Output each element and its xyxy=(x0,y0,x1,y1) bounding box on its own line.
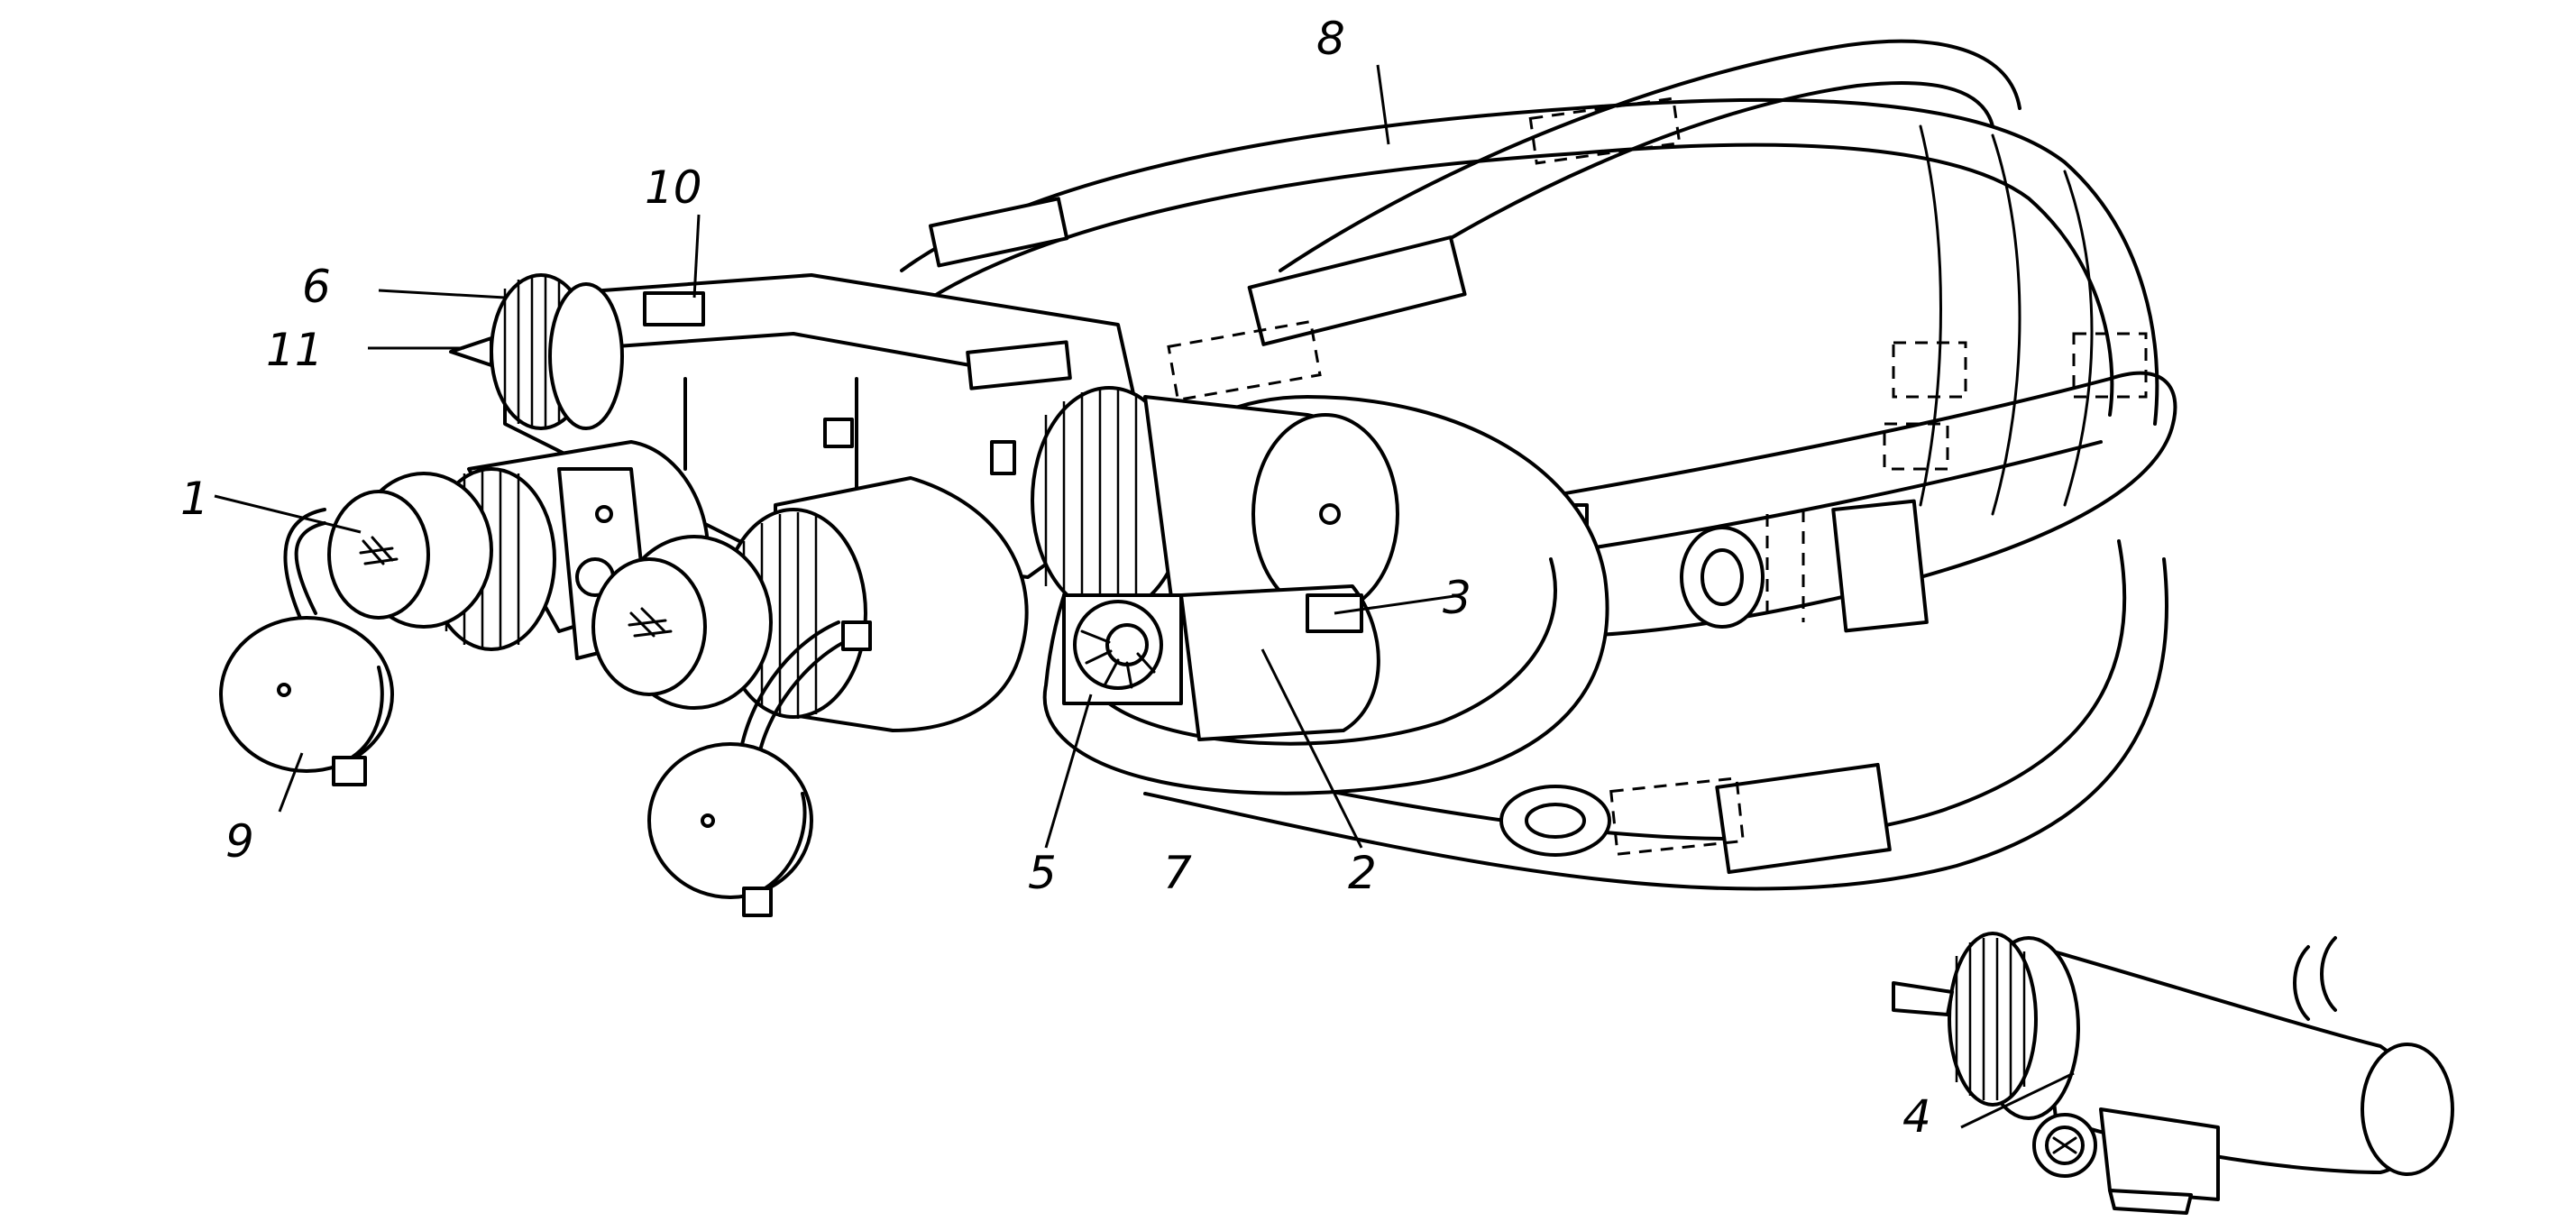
callout-2: 2 xyxy=(1348,847,1377,899)
ir-illuminator-detached xyxy=(1892,932,2454,1215)
callout-7: 7 xyxy=(1163,847,1192,899)
callout-8: 8 xyxy=(1316,13,1345,65)
callout-labels: 1 2 3 4 5 6 7 8 9 10 11 xyxy=(180,13,1931,1143)
callout-5: 5 xyxy=(1028,847,1057,899)
callout-4: 4 xyxy=(1902,1090,1931,1143)
callout-1: 1 xyxy=(180,473,209,525)
callout-9: 9 xyxy=(225,815,254,868)
callout-10: 10 xyxy=(645,161,702,214)
lens-caps xyxy=(219,508,872,917)
callout-6: 6 xyxy=(302,261,331,313)
callout-3: 3 xyxy=(1443,572,1471,624)
eyepiece-right xyxy=(591,476,1029,732)
callout-11: 11 xyxy=(266,324,324,376)
leader-lines xyxy=(214,64,2075,1129)
